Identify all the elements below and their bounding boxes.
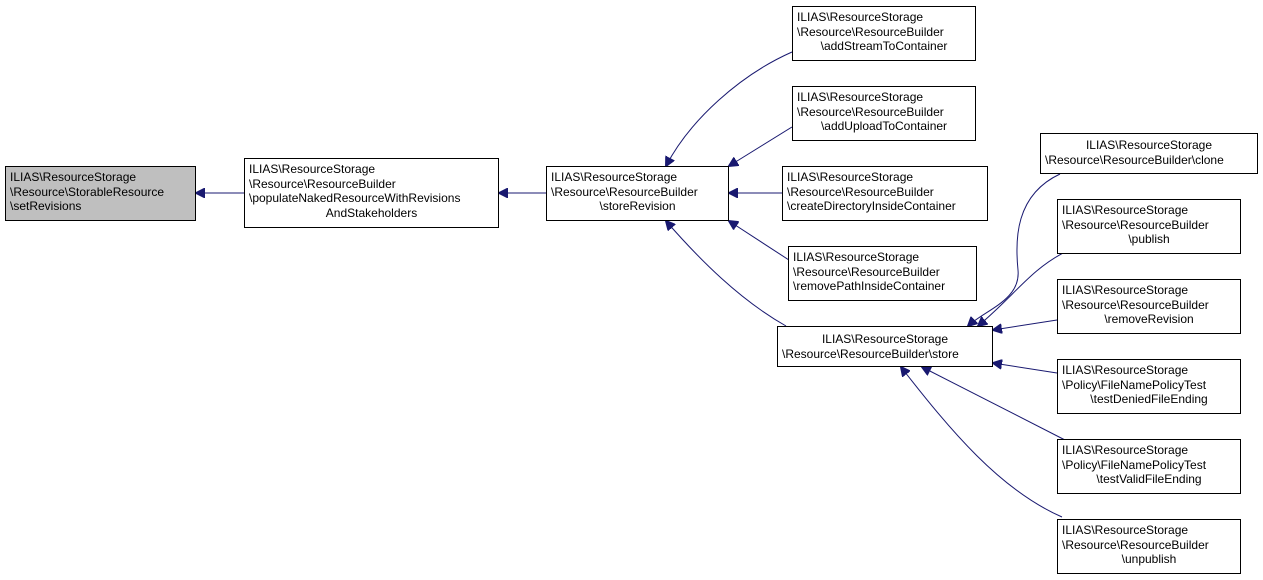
node-line: ILIAS\ResourceStorage (551, 170, 678, 184)
node-line: ILIAS\ResourceStorage (1062, 203, 1189, 217)
edge-unpublish-to-store (901, 367, 1063, 518)
node-test-valid-file-ending[interactable]: ILIAS\ResourceStorage \Policy\FileNamePo… (1057, 439, 1241, 494)
node-resource-builder-remove-revision[interactable]: ILIAS\ResourceStorage \Resource\Resource… (1057, 279, 1241, 334)
node-line: \Resource\ResourceBuilder\store (782, 346, 959, 361)
edge-testDenied-to-store (993, 363, 1058, 374)
node-line: \storeRevision (599, 199, 676, 213)
node-resource-builder-unpublish[interactable]: ILIAS\ResourceStorage \Resource\Resource… (1057, 519, 1241, 574)
node-test-denied-file-ending[interactable]: ILIAS\ResourceStorage \Policy\FileNamePo… (1057, 359, 1241, 414)
node-resource-builder-publish[interactable]: ILIAS\ResourceStorage \Resource\Resource… (1057, 199, 1241, 254)
node-line: ILIAS\ResourceStorage (1062, 283, 1189, 297)
node-line: \Resource\ResourceBuilder (787, 184, 934, 199)
node-line: ILIAS\ResourceStorage (821, 332, 949, 346)
node-line: ILIAS\ResourceStorage (1062, 523, 1189, 537)
node-line: \Policy\FileNamePolicyTest (1062, 377, 1207, 392)
node-line: \publish (1128, 232, 1170, 246)
node-line: \testDeniedFileEnding (1090, 392, 1208, 406)
node-line: \Resource\ResourceBuilder (793, 264, 940, 279)
node-line: \Resource\ResourceBuilder (551, 184, 698, 199)
node-line: \Policy\FileNamePolicyTest (1062, 457, 1207, 472)
node-line: ILIAS\ResourceStorage (249, 162, 376, 176)
edge-store-to-storeRevision (666, 221, 787, 327)
node-storable-resource-set-revisions: ILIAS\ResourceStorage \Resource\Storable… (5, 166, 196, 221)
node-line: \testValidFileEnding (1096, 472, 1202, 486)
node-line: \removeRevision (1104, 312, 1194, 326)
node-line: \Resource\ResourceBuilder (1062, 297, 1209, 312)
node-populate-naked-resource[interactable]: ILIAS\ResourceStorage \Resource\Resource… (244, 158, 499, 228)
edge-testValid-to-store (922, 367, 1066, 441)
node-add-upload-to-container[interactable]: ILIAS\ResourceStorage \Resource\Resource… (792, 86, 976, 141)
edge-removePath-to-storeRevision (729, 221, 793, 263)
node-line: \addStreamToContainer (820, 39, 948, 53)
edge-addStream-to-storeRevision (666, 51, 793, 166)
node-line: \Resource\ResourceBuilder (797, 104, 944, 119)
edge-publish-to-store (978, 251, 1066, 326)
node-line: \Resource\ResourceBuilder (1062, 537, 1209, 552)
node-line: ILIAS\ResourceStorage (793, 250, 920, 264)
node-line: \createDirectoryInsideContainer (787, 199, 956, 213)
node-line: \addUploadToContainer (820, 119, 948, 133)
node-line: \setRevisions (10, 199, 82, 213)
edge-removeRevision-to-store (993, 319, 1058, 330)
node-line: ILIAS\ResourceStorage (787, 170, 914, 184)
node-line: \unpublish (1121, 552, 1177, 566)
edge-clone-to-store (968, 173, 1061, 326)
node-add-stream-to-container[interactable]: ILIAS\ResourceStorage \Resource\Resource… (792, 6, 976, 61)
node-remove-path-inside-container[interactable]: ILIAS\ResourceStorage \Resource\Resource… (788, 246, 977, 301)
edge-addUpload-to-storeRevision (729, 126, 793, 166)
node-line: \Resource\ResourceBuilder (797, 24, 944, 39)
node-line: AndStakeholders (325, 205, 418, 220)
node-line: \Resource\ResourceBuilder (1062, 217, 1209, 232)
node-line: \Resource\ResourceBuilder (249, 176, 396, 191)
node-line: \populateNakedResourceWithRevisions (249, 191, 461, 205)
node-line: ILIAS\ResourceStorage (10, 170, 137, 184)
node-line: ILIAS\ResourceStorage (797, 10, 924, 24)
node-line: \Resource\ResourceBuilder\clone (1045, 152, 1224, 167)
node-create-directory-inside-container[interactable]: ILIAS\ResourceStorage \Resource\Resource… (782, 166, 988, 221)
node-line: ILIAS\ResourceStorage (1085, 138, 1213, 152)
node-line: \Resource\StorableResource (10, 184, 165, 199)
node-resource-builder-clone[interactable]: ILIAS\ResourceStorage \Resource\Resource… (1040, 133, 1258, 174)
node-line: ILIAS\ResourceStorage (1062, 443, 1189, 457)
node-line: \removePathInsideContainer (793, 279, 946, 293)
node-store-revision[interactable]: ILIAS\ResourceStorage \Resource\Resource… (546, 166, 729, 221)
node-resource-builder-store[interactable]: ILIAS\ResourceStorage \Resource\Resource… (777, 326, 993, 367)
node-line: ILIAS\ResourceStorage (1062, 363, 1189, 377)
node-line: ILIAS\ResourceStorage (797, 90, 924, 104)
